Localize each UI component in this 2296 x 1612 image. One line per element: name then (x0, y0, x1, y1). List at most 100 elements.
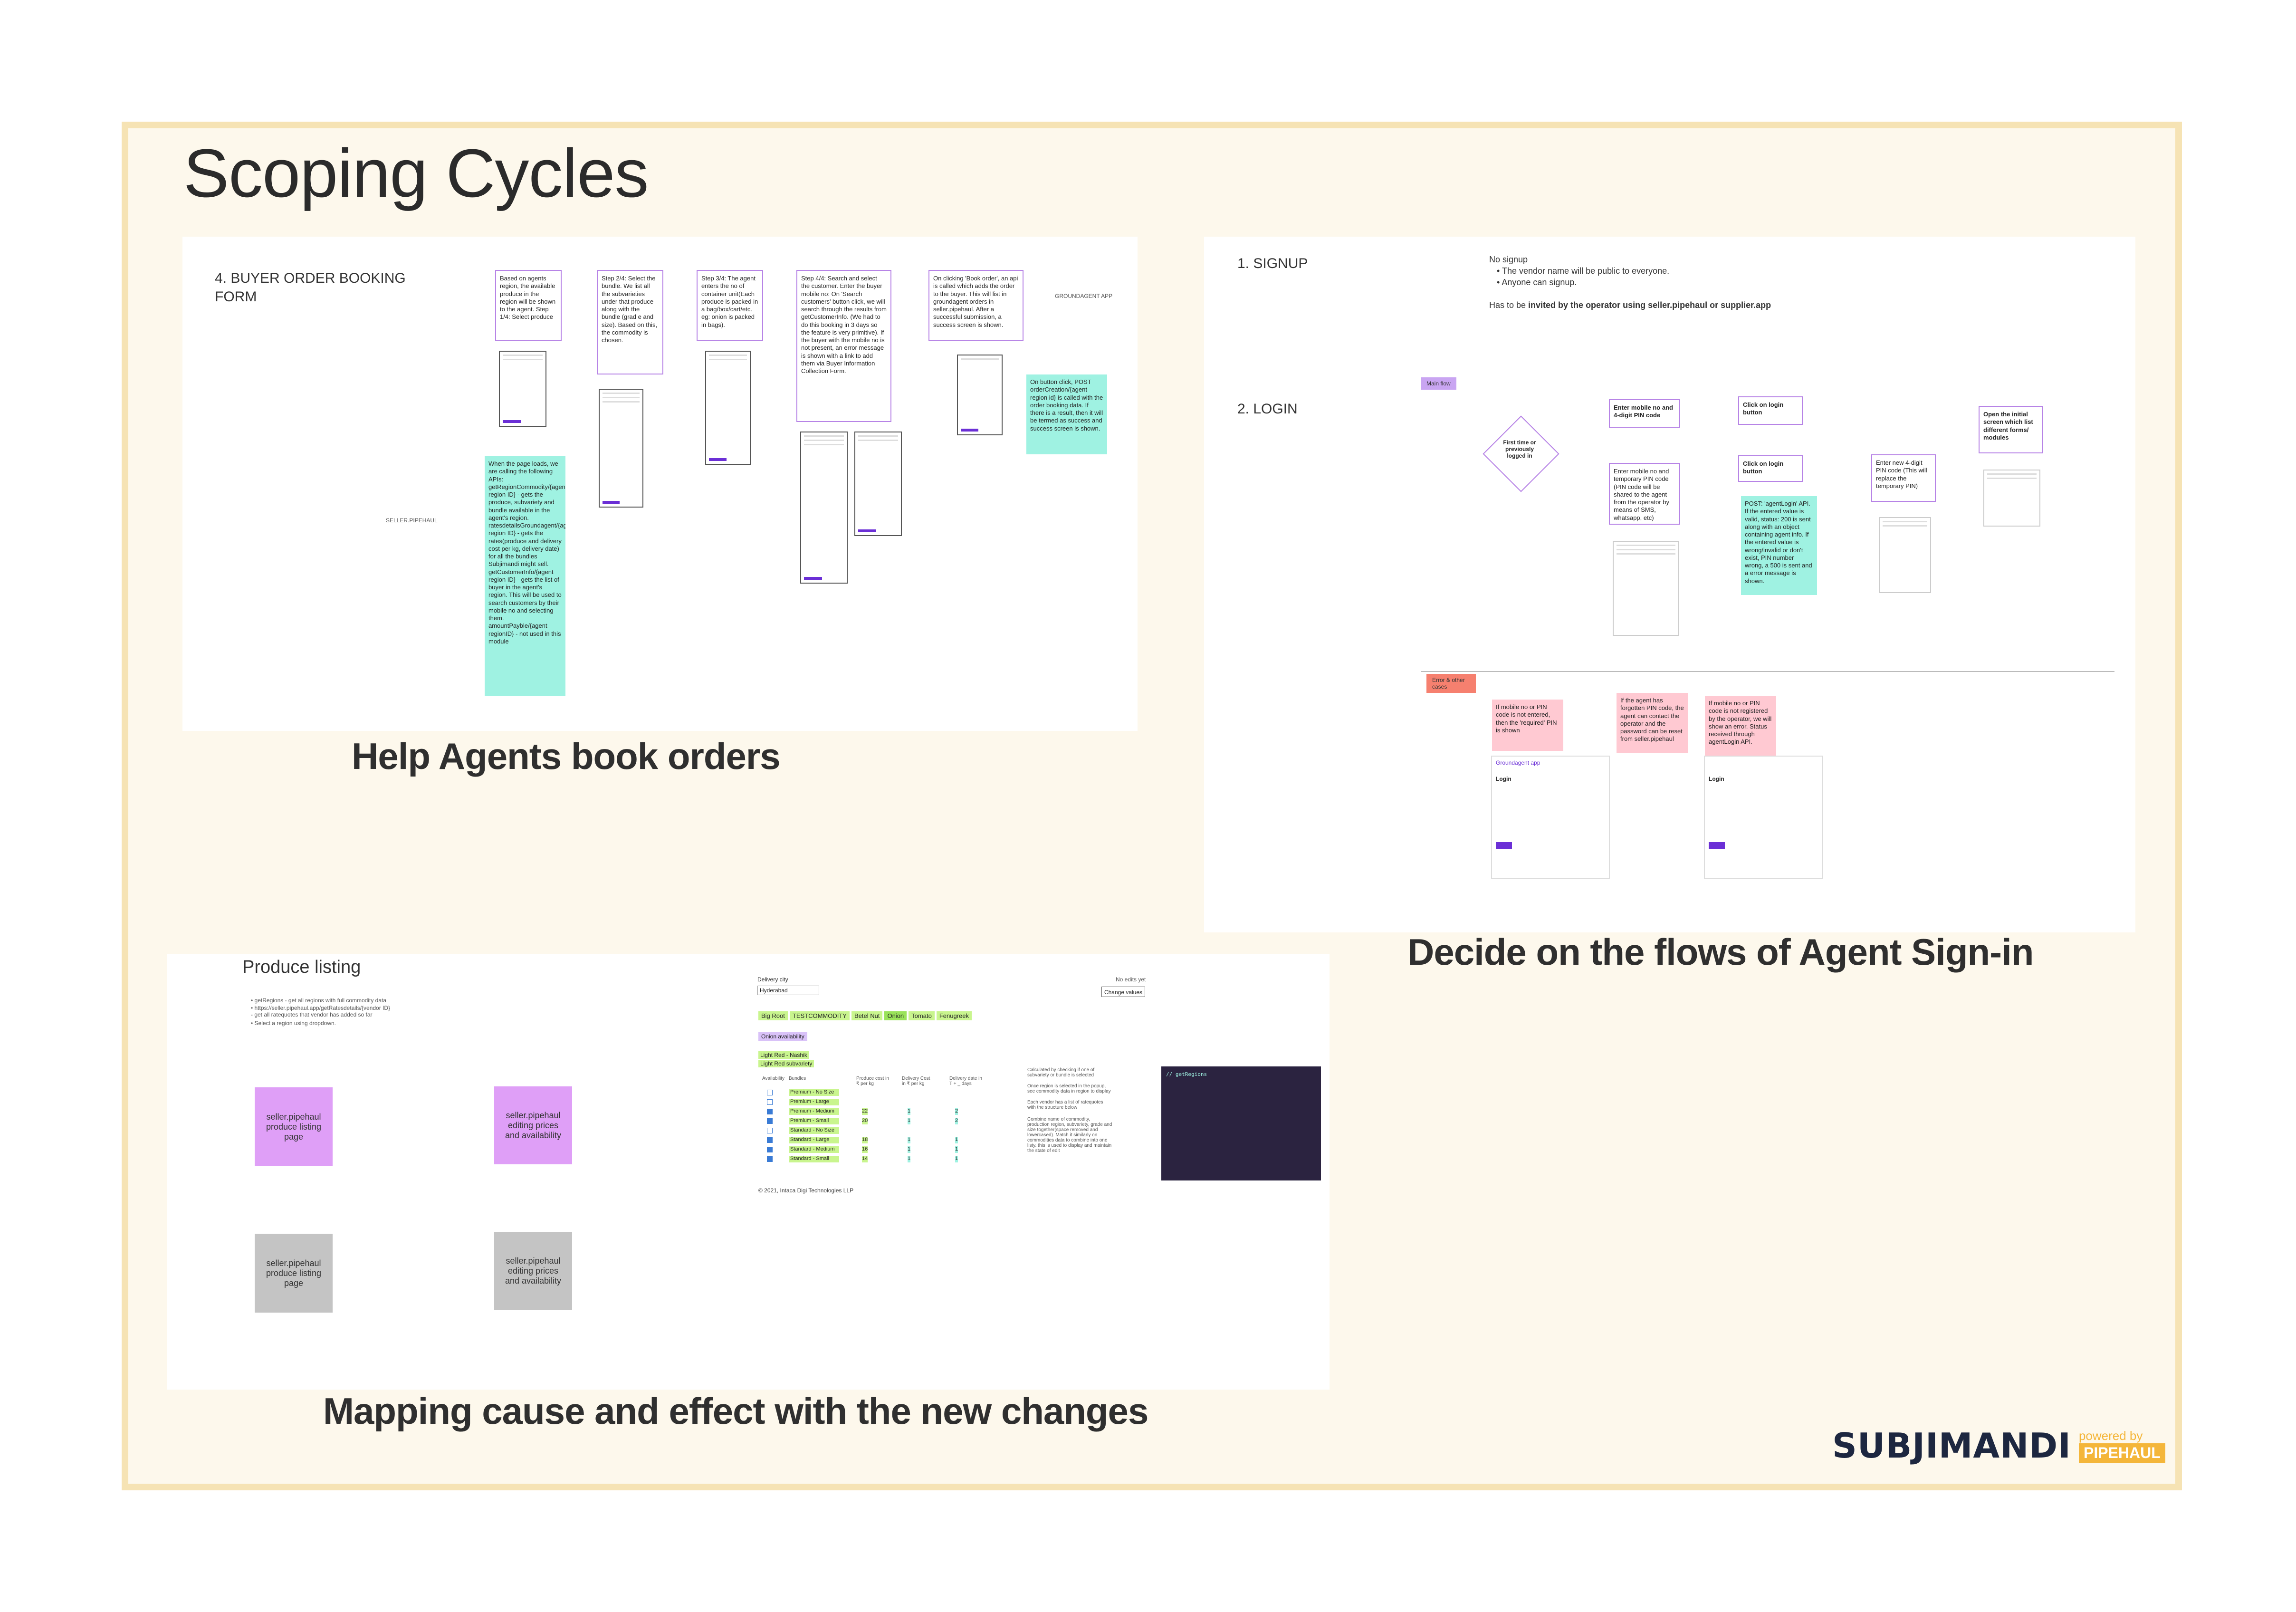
chip-3[interactable]: Onion (884, 1011, 907, 1020)
signin-phone-3 (1983, 470, 2040, 527)
login-mock-1: Groundagent app Login (1491, 756, 1610, 879)
seller-label: SELLER.PIPEHAUL (386, 517, 438, 524)
chip-1[interactable]: TESTCOMMODITY (789, 1011, 850, 1020)
th-delivery-cost: Delivery Cost in ₹ per kg (902, 1076, 930, 1086)
row-bundle: Premium - No Size (789, 1089, 839, 1096)
step-5-note: On clicking 'Book order', an api is call… (928, 270, 1024, 341)
editing-prices-box-1: seller.pipehaul editing prices and avail… (494, 1086, 572, 1164)
th-produce-cost: Produce cost in ₹ per kg (856, 1076, 889, 1086)
phone-mock-2 (599, 389, 643, 508)
delivery-city-label: Delivery city (757, 976, 788, 983)
post-note: On button click, POST orderCreation/{age… (1026, 374, 1107, 454)
listing-bullet-3-text: Select a region using dropdown. (254, 1020, 336, 1027)
editing-prices-box-2: seller.pipehaul editing prices and avail… (494, 1232, 572, 1310)
no-edits-text: No edits yet (1116, 976, 1146, 983)
listing-board: Produce listing • getRegions - get all r… (167, 954, 1330, 1390)
light-red-subvariety: Light Red subvariety (758, 1060, 814, 1067)
chip-2[interactable]: Betel Nut (851, 1011, 883, 1020)
change-values-button[interactable]: Change values (1101, 987, 1145, 997)
phone-mock-3 (705, 351, 751, 465)
open-screen-note: Open the initial screen which list diffe… (1979, 406, 2043, 453)
row-delivery-cost: 1 (908, 1146, 911, 1153)
row-delivery-cost: 1 (908, 1137, 911, 1143)
decision-text: First time or previously logged in (1503, 439, 1536, 459)
row-produce-cost: 18 (862, 1137, 868, 1143)
row-produce-cost: 14 (862, 1156, 868, 1162)
row-delivery-date: 1 (955, 1137, 958, 1143)
row-checkbox[interactable] (767, 1118, 773, 1124)
row-bundle: Premium - Large (789, 1099, 839, 1105)
signup-label: 1. SIGNUP (1237, 256, 1308, 271)
login-mock-1-title: Login (1496, 776, 1512, 782)
row-bundle: Standard - Medium (789, 1146, 839, 1153)
row-checkbox[interactable] (767, 1147, 773, 1152)
phone-mock-5 (854, 432, 902, 536)
row-delivery-date: 2 (955, 1108, 958, 1115)
error-note-1: If mobile no or PIN code is not entered,… (1492, 700, 1563, 751)
signup-bullet-2: • Anyone can signup. (1497, 278, 1577, 287)
click-login-note-2: Click on login button (1738, 455, 1803, 482)
login-mock-2-title: Login (1709, 776, 1724, 782)
brand-logo: SUBJIMANDI powered by PIPEHAUL (1832, 1426, 2165, 1466)
row-delivery-cost: 1 (908, 1108, 911, 1115)
step-2-note: Step 2/4: Select the bundle. We list all… (597, 270, 663, 374)
signup-bullet-1: • The vendor name will be public to ever… (1497, 266, 1670, 276)
row-checkbox[interactable] (767, 1156, 773, 1162)
code-title: // getRegions (1166, 1071, 1207, 1077)
post-api-note: POST: 'agentLogin' API. If the entered v… (1741, 496, 1817, 595)
phone-mock-6 (957, 355, 1003, 435)
listing-bullet-2: • https://seller.pipehaul.app/getRatesde… (251, 1005, 391, 1018)
phone-mock-4 (800, 432, 848, 584)
error-cases-tag: Error & other cases (1426, 674, 1476, 693)
legend-2: Once region is selected in the popup, se… (1027, 1084, 1111, 1094)
listing-bullet-1: • getRegions - get all regions with full… (251, 997, 387, 1004)
login-mock-1-button[interactable] (1496, 842, 1512, 849)
th-bundles: Bundles (789, 1076, 806, 1081)
row-checkbox[interactable] (767, 1090, 773, 1095)
enter-temp-note: Enter mobile no and temporary PIN code (… (1609, 463, 1680, 525)
code-panel: // getRegions (1161, 1066, 1321, 1180)
row-checkbox[interactable] (767, 1099, 773, 1105)
step-3-note: Step 3/4: The agent enters the no of con… (697, 270, 763, 341)
signin-phone-1 (1613, 541, 1679, 636)
produce-listing-box-2: seller.pipehaul produce listing page (255, 1234, 333, 1313)
th-availability: Availability (762, 1076, 785, 1081)
row-produce-cost: 20 (862, 1118, 868, 1124)
row-bundle: Standard - Large (789, 1137, 839, 1143)
logo-powered: powered by (2078, 1429, 2143, 1443)
listing-bullet-1-text: getRegions - get all regions with full c… (254, 997, 387, 1004)
groundagent-label: GROUNDAGENT APP (1055, 293, 1113, 299)
login-label: 2. LOGIN (1237, 401, 1298, 417)
row-checkbox[interactable] (767, 1109, 773, 1114)
enter-pin-note: Enter mobile no and 4-digit PIN code (1609, 399, 1680, 428)
legend-3: Each vendor has a list of ratequotes wit… (1027, 1100, 1103, 1110)
row-delivery-cost: 1 (908, 1118, 911, 1124)
booking-caption: Help Agents book orders (352, 735, 781, 777)
row-produce-cost: 16 (862, 1146, 868, 1153)
light-red-nashik: Light Red - Nashik (758, 1051, 809, 1059)
flow-divider (1421, 671, 2114, 672)
row-produce-cost: 22 (862, 1108, 868, 1115)
listing-bullet-2-text: https://seller.pipehaul.app/getRatesdeta… (251, 1005, 391, 1018)
chip-5[interactable]: Fenugreek (936, 1011, 972, 1020)
row-bundle: Premium - Medium (789, 1108, 839, 1115)
listing-caption: Mapping cause and effect with the new ch… (323, 1390, 1148, 1432)
main-flow-tag: Main flow (1421, 377, 1456, 390)
no-signup-text: No signup (1489, 255, 1528, 264)
row-bundle: Standard - Small (789, 1156, 839, 1162)
city-select[interactable]: Hyderabad (757, 986, 819, 995)
login-mock-1-app: Groundagent app (1496, 759, 1540, 766)
row-checkbox[interactable] (767, 1128, 773, 1133)
produce-listing-box-1: seller.pipehaul produce listing page (255, 1087, 333, 1166)
step-4-note: Step 4/4: Search and select the customer… (796, 270, 891, 422)
phone-mock-1 (499, 351, 546, 427)
invite-prefix: Has to be (1489, 300, 1529, 310)
row-delivery-date: 2 (955, 1118, 958, 1124)
error-note-2: If the agent has forgotten PIN code, the… (1617, 693, 1688, 753)
login-mock-2-button[interactable] (1709, 842, 1725, 849)
chip-0[interactable]: Big Root (758, 1011, 788, 1020)
change-values-label: Change values (1104, 989, 1143, 996)
chip-4[interactable]: Tomato (909, 1011, 935, 1020)
row-checkbox[interactable] (767, 1137, 773, 1143)
